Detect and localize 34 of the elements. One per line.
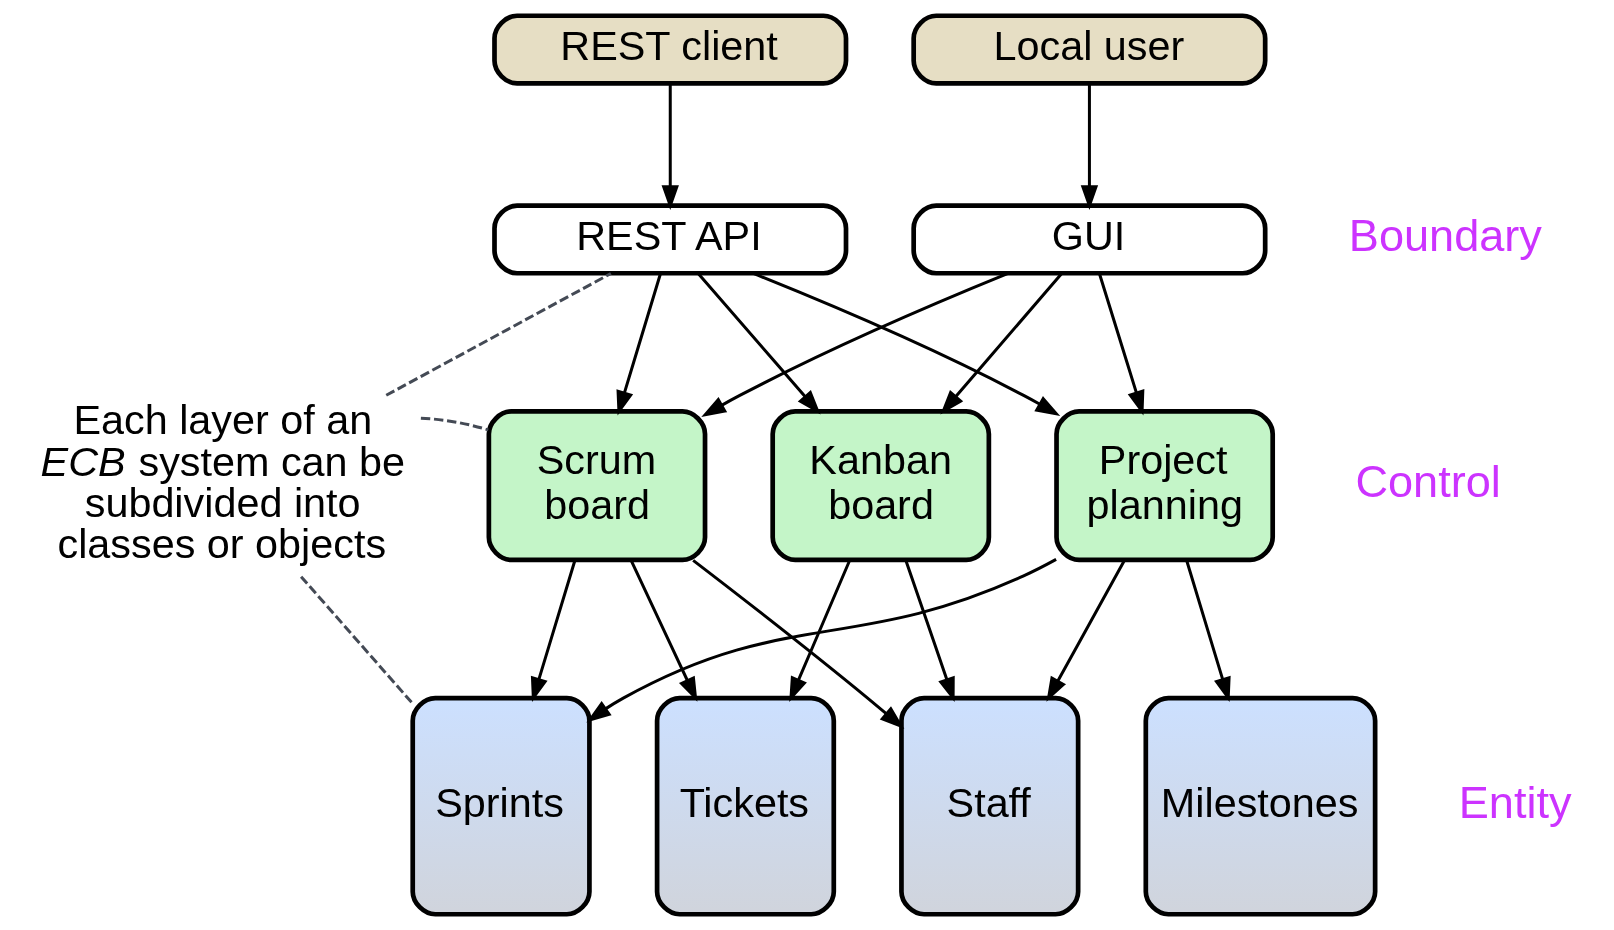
node-text: Each layer of an ECB system can be subdivided into classes or objects	[40, 397, 406, 568]
connector	[300, 575, 414, 705]
node-box: Local user	[911, 13, 1268, 86]
node-box: Sprints	[410, 695, 592, 917]
connector	[385, 272, 612, 397]
node-box: Milestones	[1143, 695, 1378, 917]
arrow	[530, 559, 577, 703]
node-box: Project planning	[1054, 409, 1276, 563]
arrow	[701, 272, 1009, 417]
connector	[420, 416, 489, 432]
arrow	[629, 559, 698, 702]
label: Entity	[1458, 776, 1572, 828]
node-box: Kanban board	[770, 409, 992, 563]
arrow	[661, 83, 679, 211]
arrow	[1185, 559, 1231, 703]
arrow	[752, 272, 1061, 416]
node-box: Staff	[899, 695, 1081, 917]
label: Boundary	[1348, 210, 1542, 262]
arrow	[940, 272, 1063, 415]
arrow	[692, 559, 905, 729]
arrow	[586, 558, 1057, 723]
label: Control	[1355, 456, 1501, 508]
arrow	[1097, 273, 1145, 416]
node-box: REST client	[492, 13, 849, 86]
arrow	[789, 559, 852, 702]
node-box: Tickets	[654, 695, 837, 917]
arrow	[616, 273, 662, 416]
arrow	[697, 272, 821, 415]
arrow	[1046, 559, 1126, 702]
arrow	[1080, 83, 1099, 211]
arrow	[904, 559, 955, 702]
node-box: Scrum board	[486, 409, 708, 563]
node-box: REST API	[492, 203, 849, 276]
node-box: GUI	[911, 203, 1268, 276]
